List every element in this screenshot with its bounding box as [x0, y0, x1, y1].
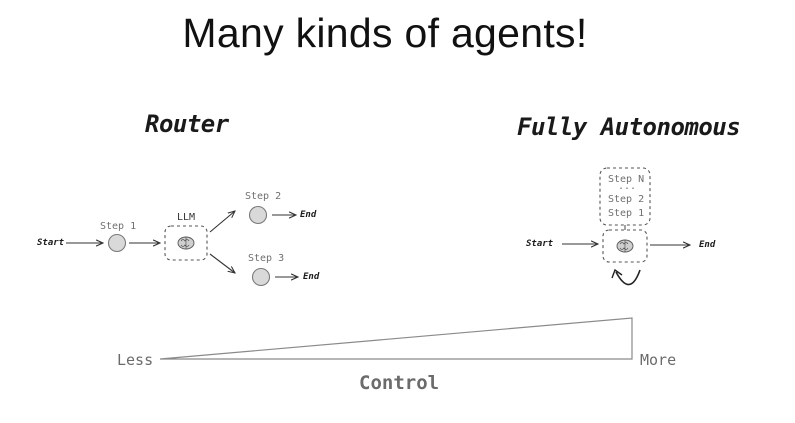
router-diagram	[66, 205, 298, 287]
llm-box	[164, 225, 208, 261]
stack-ellipsis: ...	[618, 181, 637, 192]
control-scale	[159, 317, 633, 360]
stack-step-1: Step 1	[608, 208, 645, 219]
loop-arrowhead-icon	[611, 268, 623, 279]
agent-box	[602, 229, 648, 263]
step-stack-box	[599, 167, 651, 226]
step3-node	[251, 267, 271, 287]
loop-arrow-icon	[615, 269, 641, 286]
stack-step-n: Step N	[608, 174, 645, 185]
scale-less-label: Less	[117, 351, 154, 369]
router-step1-label: Step 1	[100, 221, 137, 232]
router-end-top-label: End	[300, 210, 317, 220]
router-step3-label: Step 3	[248, 253, 285, 264]
arrow-llm-step3	[209, 253, 235, 273]
scale-more-label: More	[640, 351, 677, 369]
arrow-llm-step2	[209, 211, 235, 233]
router-step2-label: Step 2	[245, 191, 282, 202]
autonomous-end-label: End	[699, 240, 716, 250]
router-start-label: Start	[37, 238, 65, 248]
control-wedge	[159, 317, 633, 360]
brain-icon	[616, 239, 634, 253]
step1-node	[107, 233, 127, 253]
autonomous-heading: Fully Autonomous	[517, 113, 741, 141]
router-end-bottom-label: End	[303, 272, 320, 282]
brain-icon	[177, 236, 195, 250]
router-heading: Router	[145, 110, 229, 138]
page-title: Many kinds of agents!	[182, 10, 588, 56]
autonomous-start-label: Start	[526, 239, 554, 249]
stack-step-2: Step 2	[608, 194, 645, 205]
scale-control-label: Control	[359, 372, 440, 394]
router-llm-label: LLM	[177, 212, 196, 223]
step2-node	[248, 205, 268, 225]
autonomous-diagram	[562, 167, 690, 286]
